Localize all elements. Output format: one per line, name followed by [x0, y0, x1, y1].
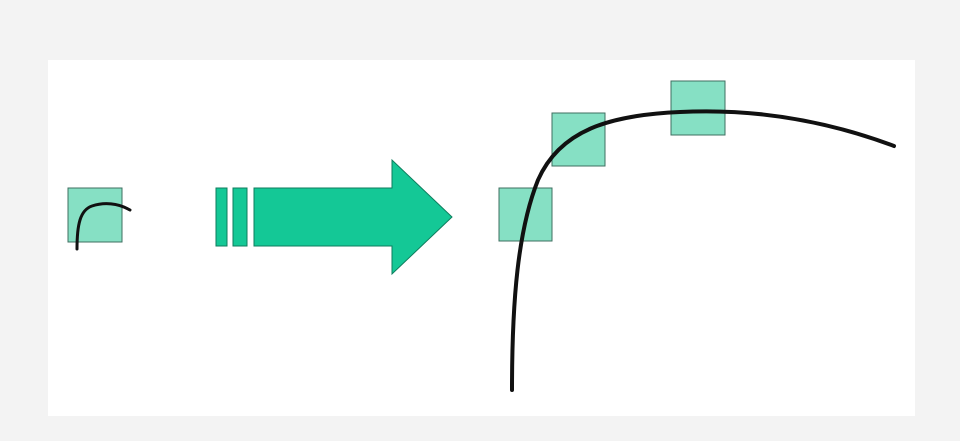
arrow-bar-1: [215, 187, 228, 247]
large-curve: [510, 109, 896, 392]
small-curve: [75, 202, 132, 251]
curve-square-3: [670, 80, 726, 136]
small-square-with-curve-icon: [67, 187, 132, 251]
right-arrow-with-bars-icon: [215, 158, 453, 276]
arrow-body: [253, 158, 453, 276]
diagram-panel: [48, 60, 915, 416]
curve-with-three-squares-icon: [498, 80, 896, 392]
curve-square-2: [551, 112, 606, 167]
arrow-bar-2: [232, 187, 248, 247]
